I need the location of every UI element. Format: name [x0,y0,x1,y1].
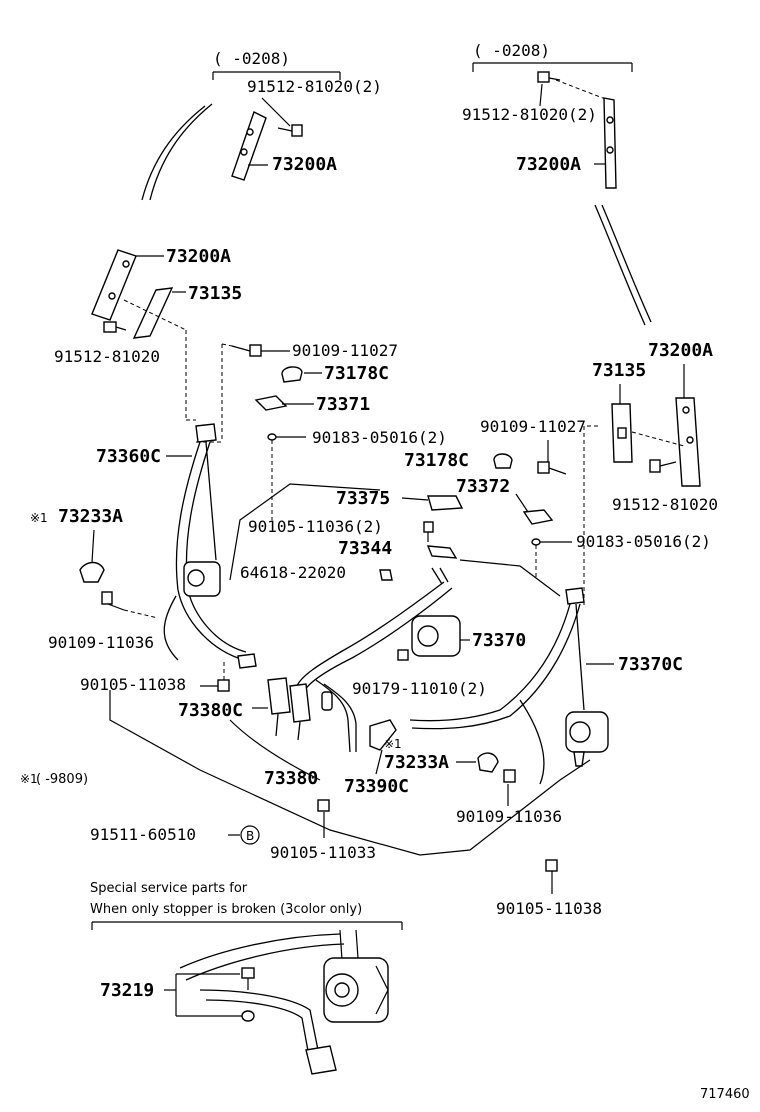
anchor-bracket-top-left [231,111,267,181]
label-73200A-mid-right: 73200A [648,340,713,361]
seat-outline [109,690,591,856]
label-91512-81020-right: 91512-81020 [612,495,718,514]
clip-64618-22020 [379,569,393,581]
cover-73233A-right [477,752,499,773]
label-73380: 73380 [264,768,318,789]
bolt-90109-11036-left [101,591,125,611]
label-90183-05016-left: 90183-05016(2) [312,428,447,447]
buckle-73380C [267,677,291,715]
ref-b: B [246,829,254,843]
cap-73178C-right [493,453,513,469]
label-90105-11038-right: 90105-11038 [496,899,602,918]
label-73135-right: 73135 [592,360,646,381]
label-73380C: 73380C [178,700,243,721]
bolt-90109-11027-right [537,461,567,475]
label-73390C: 73390C [344,776,409,797]
bolt-91512-top-right [537,71,561,83]
group-mid-right: 73200A 73135 91512-81020 90109-11027 731… [404,340,718,785]
anchor-bracket-mid-left [91,249,137,321]
label-73233A-right: 73233A [384,752,449,773]
service-note-line2: When only stopper is broken (3color only… [90,902,362,917]
stopper-73219-top [241,967,255,990]
label-90179-11010-2: 90179-11010(2) [352,679,487,698]
label-73178C-right: 73178C [404,450,469,471]
cover-73372 [522,509,554,525]
label-73370: 73370 [472,630,526,651]
label-73135-left: 73135 [188,283,242,304]
cover-73371 [254,395,288,411]
service-note-line1: Special service parts for [90,881,248,896]
group-service-parts: Special service parts for When only stop… [90,881,403,1075]
bolt-91512-top-left [277,124,303,137]
label-91512-81020-left: 91512-81020 [54,347,160,366]
label-91511-60510: 91511-60510 [90,825,196,844]
label-90109-11027-left: 90109-11027 [292,341,398,360]
group-top-right: ( -0208) 91512-81020(2) 73200A [462,41,652,326]
date-range-top-left: ( -0208) [213,49,290,68]
anchor-bracket-top-right [603,97,617,189]
bolt-91512-mid-left [103,321,127,333]
cover-73390C [369,719,397,751]
label-90109-11036-right: 90109-11036 [456,807,562,826]
label-73200A-mid-left: 73200A [166,246,231,267]
cover-73375 [427,495,464,511]
label-90109-11036-left: 90109-11036 [48,633,154,652]
bolt-90105-11033 [317,799,330,812]
label-90183-05016-right: 90183-05016(2) [576,532,711,551]
label-73371: 73371 [316,394,370,415]
bolt-90109-11036-right [503,769,516,783]
label-90109-11027-right: 90109-11027 [480,417,586,436]
label-73370C: 73370C [618,654,683,675]
label-64618-22020: 64618-22020 [240,563,346,582]
label-73372: 73372 [456,476,510,497]
belt-73370 [295,581,445,689]
bolt-90105-11036 [423,521,434,533]
bolt-90105-11038-left [200,679,230,692]
figure-number: 717460 [700,1087,750,1102]
label-91512-81020-2-left: 91512-81020(2) [247,77,382,96]
label-73360C: 73360C [96,446,161,467]
note-mark-3: ※1 [20,772,38,786]
cover-73135-left [132,287,174,339]
label-90105-11036-2: 90105-11036(2) [248,517,383,536]
group-center: 73375 90105-11036(2) 73344 64618-22020 7… [20,483,602,918]
group-top-left: ( -0208) 91512-81020(2) 73200A [141,49,382,201]
label-73200A-top-right: 73200A [516,154,581,175]
date-range-note: ( -9809) [36,772,88,787]
bolt-90105-11038-right [545,859,558,894]
belt-73360C [175,441,245,661]
label-73200A-top-left: 73200A [272,154,337,175]
belt-73370C [409,603,571,722]
label-73233A-left: 73233A [58,506,123,527]
bolt-91512-mid-right [649,459,677,473]
label-73344: 73344 [338,538,392,559]
label-90105-11033: 90105-11033 [270,843,376,862]
ref-circle-b [240,825,260,845]
label-73178C-left: 73178C [324,363,389,384]
date-range-top-right: ( -0208) [473,41,550,60]
label-73219: 73219 [100,980,154,1001]
note-mark-1: ※1 [30,511,48,525]
bolt-90109-11027-left [231,344,262,357]
cap-73178C-left [281,366,303,383]
note-mark-2: ※1 [384,737,402,751]
bolt-90179-11010 [397,649,409,661]
group-mid-left: 73200A 73135 91512-81020 90109-11027 731… [30,246,447,694]
label-91512-81020-2-right: 91512-81020(2) [462,105,597,124]
label-73375: 73375 [336,488,390,509]
stopper-73219-bottom [241,1010,255,1022]
cover-73233A-left [79,561,105,583]
bracket-73344 [426,545,458,559]
label-90105-11038-left: 90105-11038 [80,675,186,694]
